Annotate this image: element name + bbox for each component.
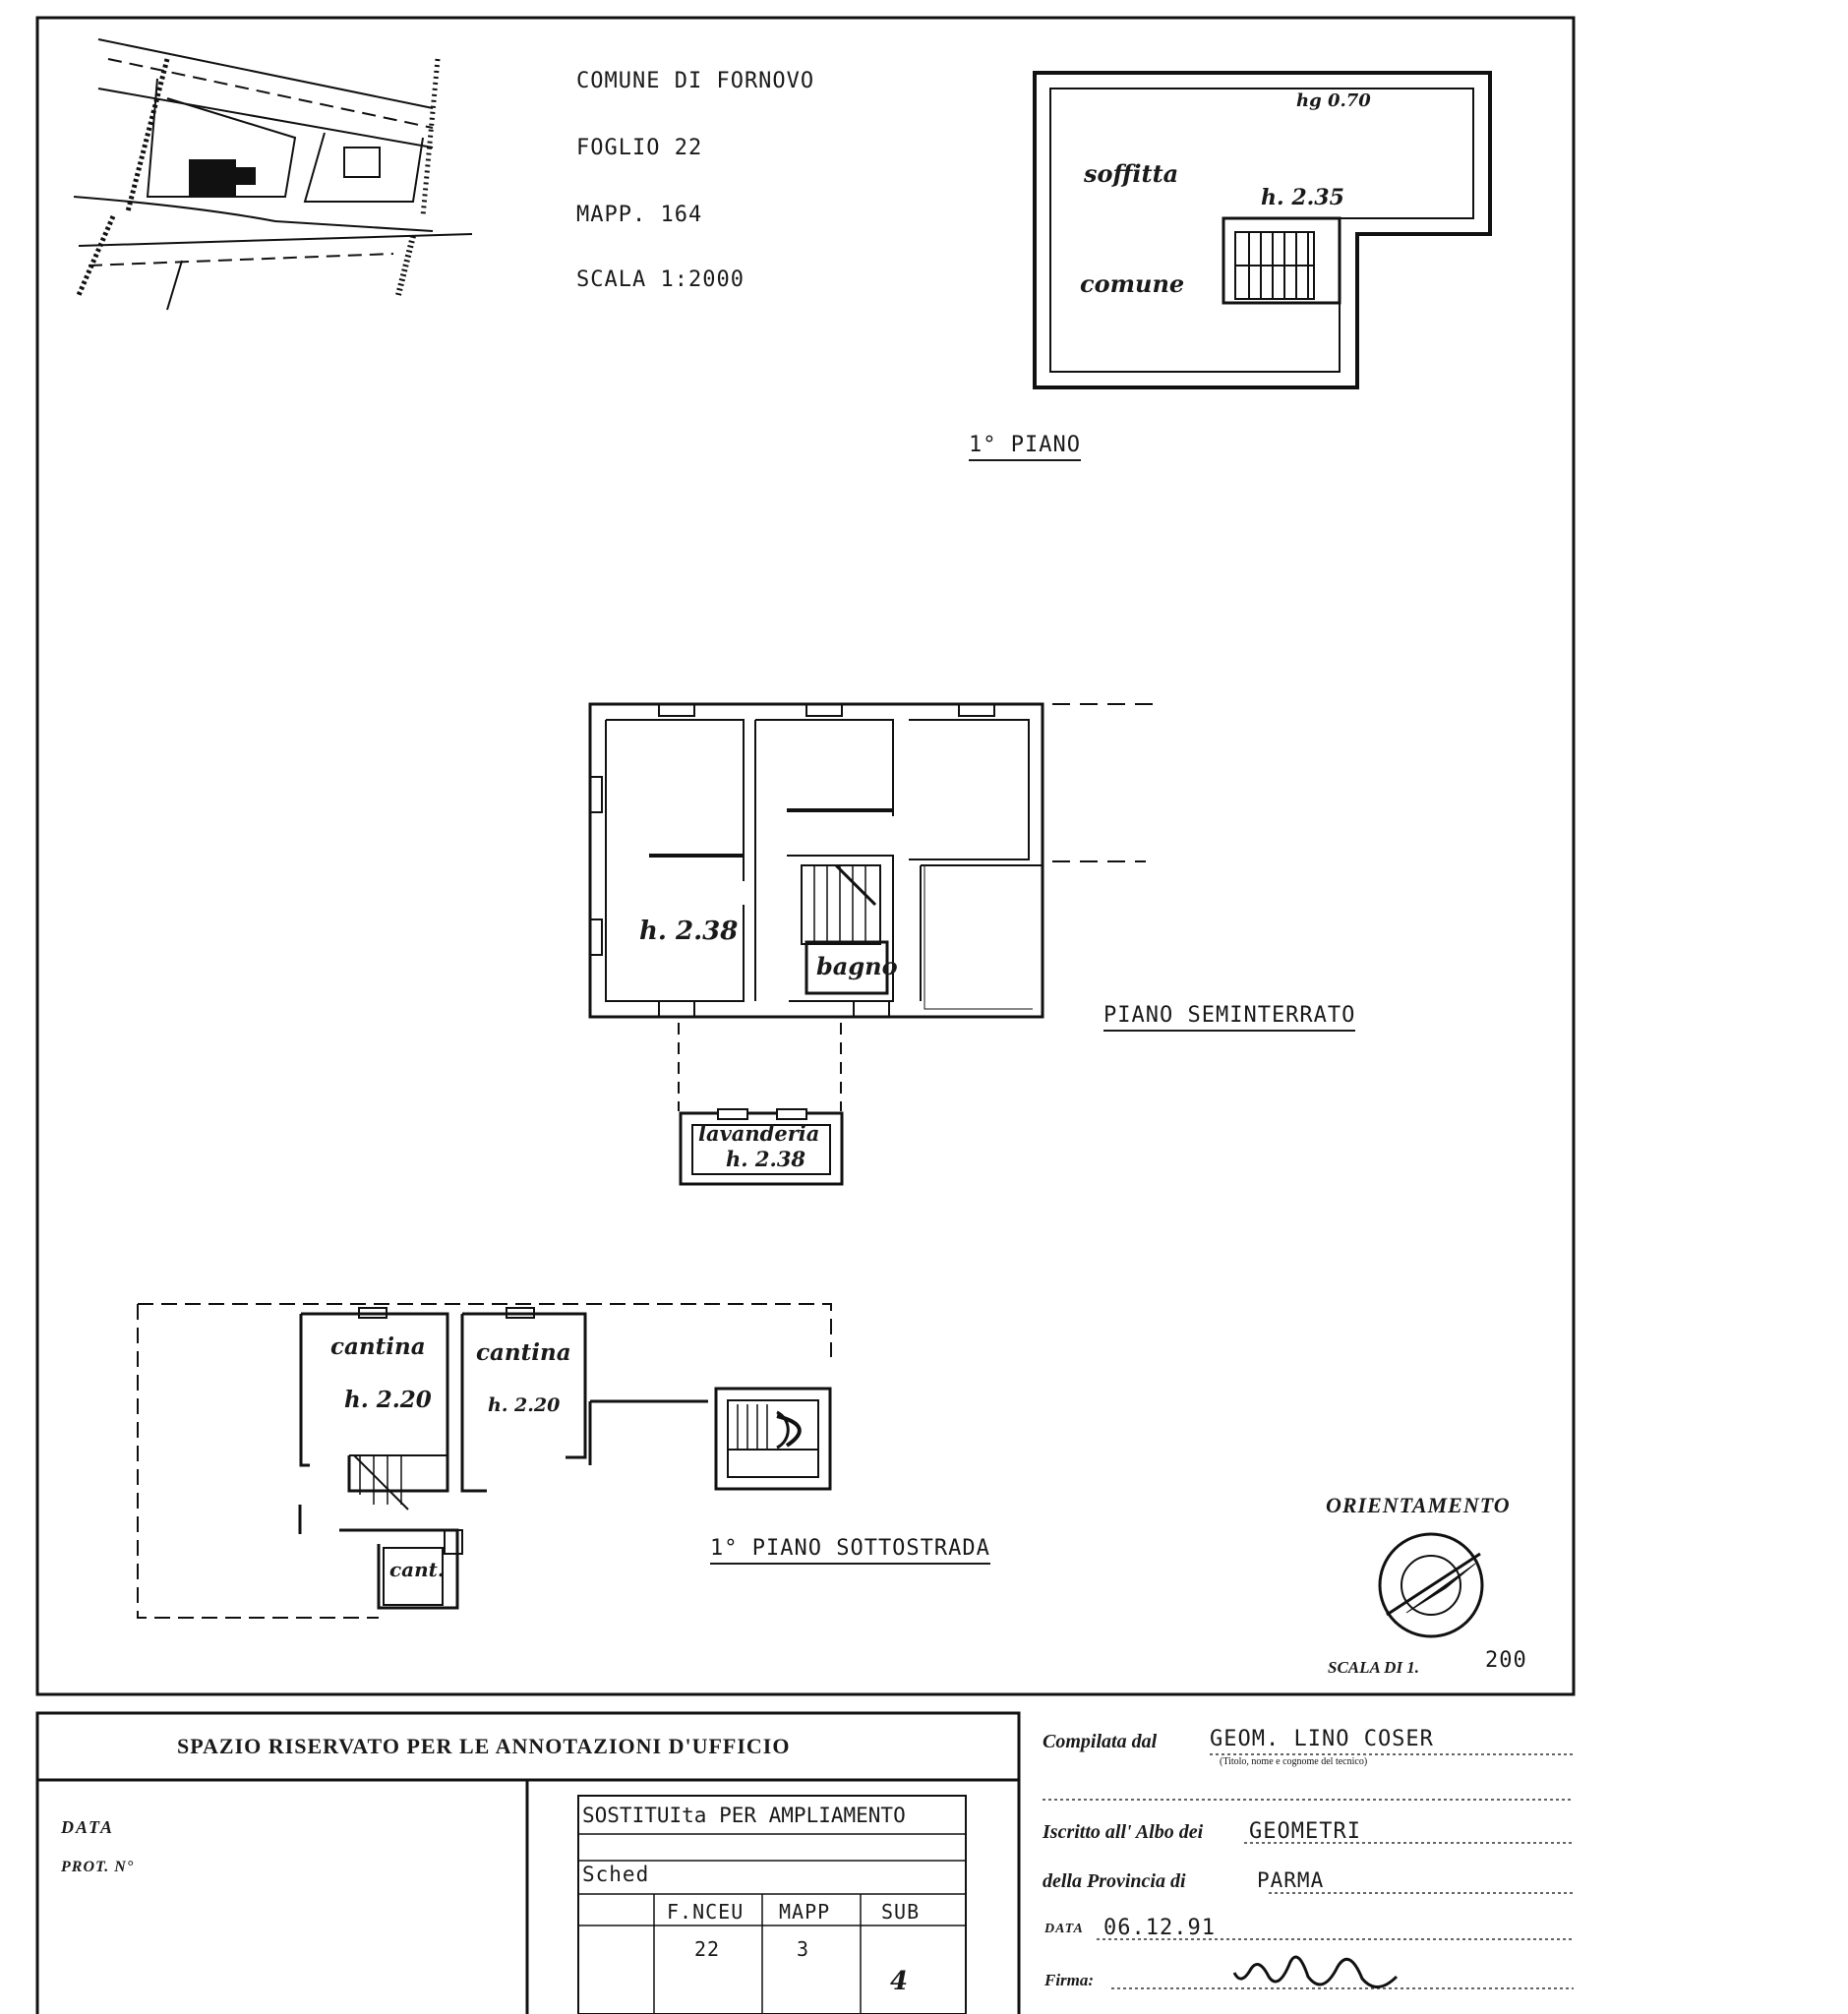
signature <box>1232 1955 1399 1988</box>
table-header-sub: SUB <box>881 1900 921 1924</box>
firma-label: Firma: <box>1044 1971 1095 1989</box>
table-value-mapp: 3 <box>797 1937 810 1961</box>
scala-label: SCALA 1:2000 <box>576 267 745 292</box>
cantina-2-label: cantina <box>476 1339 571 1366</box>
compilata-value: GEOM. LINO COSER <box>1210 1727 1434 1751</box>
albo-value: GEOMETRI <box>1249 1819 1361 1844</box>
comune-room-label: comune <box>1080 269 1185 298</box>
lavanderia-height-label: h. 2.38 <box>726 1147 806 1171</box>
lavanderia-label: lavanderia <box>698 1121 820 1146</box>
albo-label: Iscritto all' Albo dei <box>1043 1821 1204 1843</box>
semi-basement-height-label: h. 2.38 <box>639 917 739 946</box>
office-data-label: DATA <box>61 1817 115 1837</box>
below-street-title: 1° PIANO SOTTOSTRADA <box>710 1536 990 1565</box>
cantina-1-label: cantina <box>330 1333 426 1360</box>
table-header-fnceu: F.NCEU <box>667 1900 745 1924</box>
provincia-label: della Provincia di <box>1043 1870 1186 1892</box>
office-box-header: SPAZIO RISERVATO PER LE ANNOTAZIONI D'UF… <box>177 1734 791 1758</box>
bagno-label: bagno <box>816 952 898 980</box>
cantina-1-height-label: h. 2.20 <box>344 1387 432 1413</box>
hg-label: hg 0.70 <box>1296 90 1371 111</box>
cantina-2-height-label: h. 2.20 <box>488 1394 561 1416</box>
below-street-plan <box>137 1303 832 1619</box>
first-floor-plan <box>1033 71 1492 389</box>
table-header-mapp: MAPP <box>779 1900 831 1924</box>
provincia-value: PARMA <box>1257 1868 1325 1892</box>
sched-label: Sched <box>582 1863 650 1886</box>
compiler-lines <box>1043 1753 1574 1989</box>
orientation-scale-value: 200 <box>1485 1648 1527 1673</box>
site-map <box>73 38 473 311</box>
compiler-data-label: DATA <box>1044 1922 1084 1936</box>
compass-icon <box>1378 1532 1484 1638</box>
mapp-label: MAPP. 164 <box>576 203 703 227</box>
foglio-label: FOGLIO 22 <box>576 136 703 160</box>
compilata-label: Compilata dal <box>1043 1731 1158 1752</box>
table-value-sub: 4 <box>890 1967 909 1996</box>
first-floor-height-label: h. 2.35 <box>1261 185 1344 210</box>
office-prot-label: PROT. N° <box>61 1859 135 1875</box>
semi-basement-plan <box>588 702 1161 1186</box>
office-box-lines <box>35 1711 1021 2014</box>
orientation-scale-label: SCALA DI 1. <box>1328 1658 1420 1677</box>
first-floor-title: 1° PIANO <box>969 433 1081 461</box>
table-value-fnceu: 22 <box>694 1937 721 1961</box>
compiler-data-value: 06.12.91 <box>1103 1916 1216 1940</box>
orientation-title: ORIENTAMENTO <box>1326 1493 1511 1517</box>
sheet-border <box>35 16 1576 1696</box>
comune-label: COMUNE DI FORNOVO <box>576 69 815 93</box>
cant-label: cant. <box>389 1558 445 1581</box>
soffitta-label: soffitta <box>1084 159 1179 188</box>
sostituita-label: SOSTITUIta PER AMPLIAMENTO <box>582 1804 906 1827</box>
titolo-note: (Titolo, nome e cognome del tecnico) <box>1220 1756 1368 1767</box>
semi-basement-title: PIANO SEMINTERRATO <box>1103 1003 1356 1032</box>
